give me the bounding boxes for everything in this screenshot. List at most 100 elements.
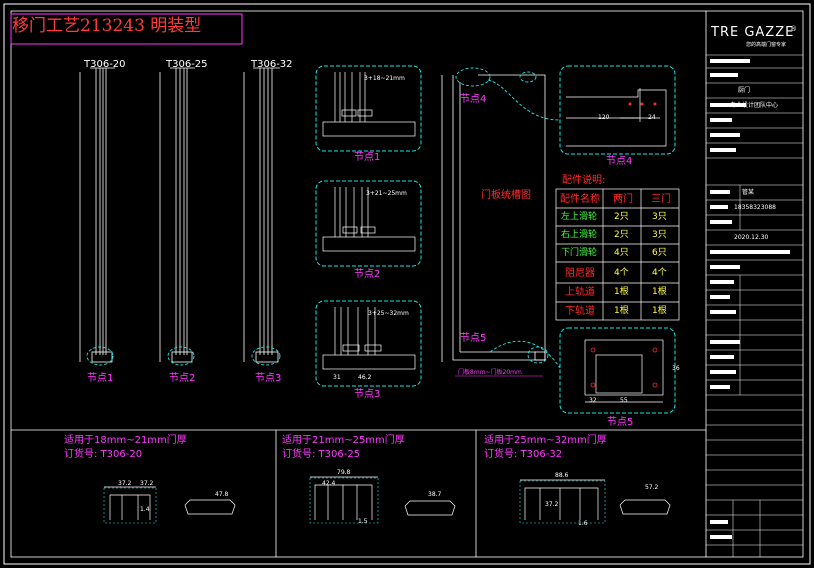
- section3-dim: 37.2: [545, 501, 559, 508]
- profile-node-1: 节点1: [87, 373, 114, 384]
- node5-points: [590, 347, 658, 388]
- parts-row-name: 阻尼器: [565, 268, 595, 279]
- node2-dim: 3+21~25mm: [366, 190, 407, 197]
- parts-row-name: 上轨道: [565, 287, 595, 298]
- section1-drawing: [104, 486, 236, 520]
- parts-row-three: 6只: [652, 248, 667, 258]
- section3-dim: 1.6: [578, 520, 588, 527]
- profile-elevation-1: [79, 67, 115, 363]
- parts-header-name: 配件名称: [560, 194, 600, 205]
- node4-drawing: [566, 88, 667, 147]
- tb-phone: 18358323088: [734, 204, 776, 211]
- section2-dim: 42.4: [322, 480, 336, 487]
- node5-dim-c: 36: [672, 365, 680, 372]
- node-detail-boxes: [315, 65, 676, 414]
- elevation-callouts: [86, 346, 281, 366]
- parts-row-three: 3只: [652, 230, 667, 240]
- parts-row-two: 2只: [614, 230, 629, 240]
- node3-dim-a: 31: [333, 374, 341, 381]
- section1-dim: 37.2: [140, 480, 154, 487]
- parts-row-name: 下门滑轮: [561, 248, 598, 258]
- node2-drawing: [322, 187, 416, 252]
- section1-dim: 47.8: [215, 491, 229, 498]
- parts-row-two: 4只: [614, 248, 629, 258]
- parts-row-three: 1根: [652, 306, 667, 316]
- door-node5: 节点5: [460, 333, 487, 344]
- profile-node-3: 节点3: [255, 373, 282, 384]
- parts-row-name: 右上滑轮: [561, 230, 598, 240]
- section3-drawing: [520, 479, 671, 520]
- node5-label: 节点5: [607, 417, 634, 428]
- page-title: 移门工艺213243 明装型: [12, 16, 202, 36]
- title-block-grid: [706, 54, 803, 557]
- inner-border: [10, 10, 804, 558]
- node4-label: 节点4: [606, 156, 633, 167]
- node5-drawing: [584, 339, 664, 403]
- section2-drawing: [310, 476, 456, 520]
- node4-dim-a: 120: [598, 114, 610, 121]
- title-block-redacted-text: [710, 59, 790, 539]
- section1-line1: 适用于18mm~21mm门厚: [64, 435, 187, 446]
- title-box: [10, 13, 243, 45]
- parts-table-grid: [555, 188, 680, 321]
- node1-dim: 3+18~21mm: [364, 75, 405, 82]
- section2-dim: 79.8: [337, 469, 351, 476]
- tb-designer: 专业设计团队中心: [730, 102, 779, 109]
- profile-code-2: T306-25: [166, 59, 208, 70]
- node4-points: [628, 102, 657, 106]
- parts-header-two: 两门: [613, 194, 633, 205]
- door-callouts: [455, 67, 561, 369]
- section2-line1: 适用于21mm~25mm门厚: [282, 435, 405, 446]
- section1-dim: 1.4: [140, 506, 150, 513]
- parts-header-three: 三门: [651, 194, 671, 205]
- section3-line2: 订货号: T306-32: [484, 449, 563, 460]
- parts-row-three: 4个: [652, 268, 667, 278]
- brand-registered: ®: [790, 25, 797, 33]
- profile-code-1: T306-20: [84, 59, 126, 70]
- door-note: 门板8mm~门板20mm: [458, 369, 522, 376]
- profile-elevation-2: [159, 67, 195, 363]
- door-title: 门板统槽图: [481, 190, 531, 201]
- parts-row-name: 下轨道: [565, 306, 595, 317]
- brand-logo: TRE GAZZE: [711, 25, 795, 40]
- parts-row-two: 1根: [614, 306, 629, 316]
- brand-tagline: 您的高端门窗专家: [746, 42, 787, 48]
- node3-label: 节点3: [354, 389, 381, 400]
- profile-code-3: T306-32: [251, 59, 293, 70]
- section1-line2: 订货号: T306-20: [64, 449, 143, 460]
- parts-row-three: 1根: [652, 287, 667, 297]
- node1-label: 节点1: [354, 152, 381, 163]
- node5-dim-b: 55: [620, 397, 628, 404]
- section3-line1: 适用于25mm~32mm门厚: [484, 435, 607, 446]
- tb-date: 2020.12.30: [734, 234, 769, 241]
- node3-drawing: [322, 307, 416, 370]
- tb-name: 管某: [742, 189, 755, 196]
- door-panel-drawing: [441, 74, 546, 362]
- door-node4: 节点4: [460, 94, 487, 105]
- node3-dim: 3+25~32mm: [368, 310, 409, 317]
- profile-elevation-3: [243, 67, 280, 363]
- parts-table-title: 配件说明:: [562, 175, 606, 186]
- profile-node-2: 节点2: [169, 373, 196, 384]
- section2-dim: 1.5: [358, 518, 368, 525]
- section3-dim: 57.2: [645, 484, 659, 491]
- parts-row-two: 2只: [614, 212, 629, 222]
- node5-dim-a: 32: [589, 397, 597, 404]
- section1-dim: 37.2: [118, 480, 132, 487]
- node2-label: 节点2: [354, 269, 381, 280]
- outer-border: [3, 3, 811, 565]
- tb-project: 厨门: [738, 87, 751, 94]
- section-callouts: [103, 477, 606, 524]
- parts-row-two: 1根: [614, 287, 629, 297]
- section2-dim: 38.7: [428, 491, 442, 498]
- parts-row-name: 左上滑轮: [561, 212, 598, 222]
- node3-dim-b: 46.2: [358, 374, 372, 381]
- parts-row-three: 3只: [652, 212, 667, 222]
- section3-dim: 88.6: [555, 472, 569, 479]
- parts-row-two: 4个: [614, 268, 629, 278]
- node1-drawing: [322, 72, 416, 137]
- section2-line2: 订货号: T306-25: [282, 449, 361, 460]
- node4-dim-b: 24: [648, 114, 656, 121]
